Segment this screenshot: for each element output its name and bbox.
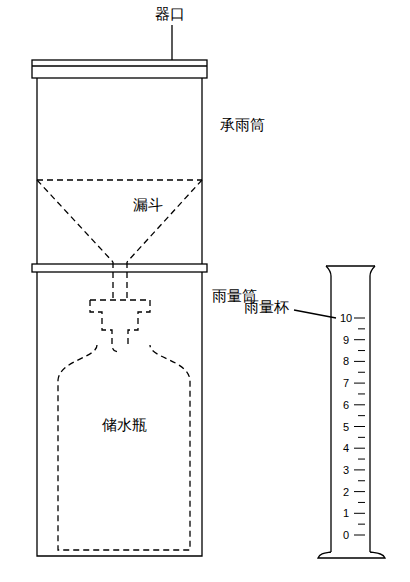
rim-line [32,65,207,66]
scale-tick [358,524,365,525]
scale-tick [354,361,365,362]
scale-tick [354,513,365,514]
scale-number: 2 [343,486,349,497]
gauge-rim [32,60,207,78]
scale-tick [358,415,365,416]
funnel [37,180,202,298]
scale-tick [354,491,365,492]
part-label: 漏斗 [133,198,163,213]
joint-band [32,264,207,272]
leader-line [294,310,336,318]
scale-tick [358,350,365,351]
scale-tick [358,328,365,329]
scale-tick [354,404,365,405]
scale-tick [354,339,365,340]
scale-number: 9 [343,334,349,345]
cylinder-wall [201,78,202,264]
scale-tick [354,383,365,384]
scale-tick [354,448,365,449]
scale-tick [358,459,365,460]
scale-number: 4 [343,443,349,454]
measuring-cup [318,266,385,558]
scale-tick [354,318,365,319]
cylinder-wall [37,272,202,556]
part-label: 雨量杯 [244,300,289,315]
leader-line [171,25,172,60]
part-label: 器口 [155,7,185,22]
scale-number: 5 [343,421,349,432]
scale-number: 1 [343,508,349,519]
cylinder-wall [36,78,37,264]
scale-number: 3 [343,464,349,475]
scale-tick [358,437,365,438]
scale-tick [354,535,365,536]
scale-number: 0 [343,530,349,541]
scale-number: 7 [343,378,349,389]
scale-tick [358,480,365,481]
part-label: 储水瓶 [102,418,147,433]
scale-number: 6 [343,399,349,410]
scale-tick [358,502,365,503]
scale-number: 10 [340,313,352,324]
scale-tick [358,372,365,373]
scale-tick [354,469,365,470]
scale-tick [358,393,365,394]
scale-number: 8 [343,356,349,367]
part-label: 承雨筒 [220,118,265,133]
storage-bottle [58,300,190,550]
scale-tick [354,426,365,427]
scale-ticks [354,318,365,535]
